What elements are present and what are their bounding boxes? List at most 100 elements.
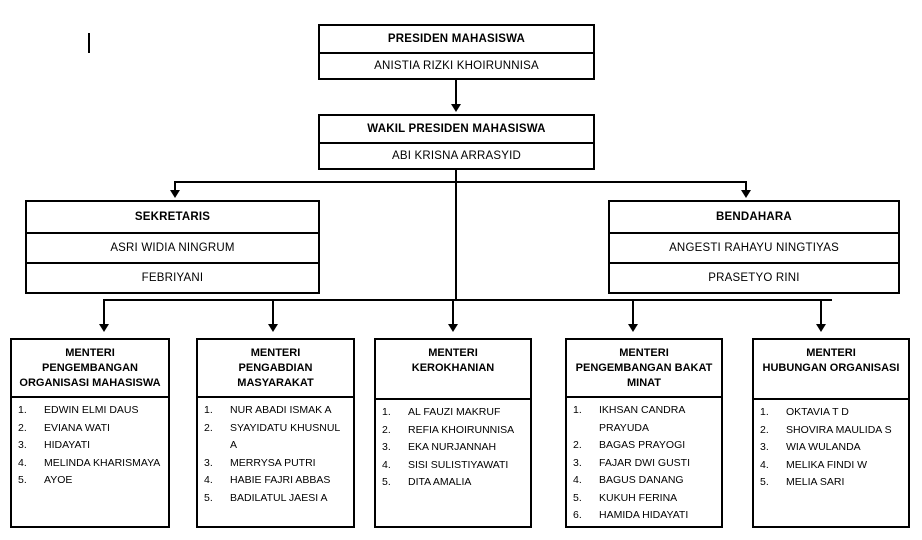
member-name: FAJAR DWI GUSTI	[599, 456, 691, 469]
member-name: EKA NURJANNAH	[408, 441, 497, 453]
ministry-5-title: MENTERI HUBUNGAN ORGANISASI	[762, 347, 900, 374]
ministry-2-members: 1. NUR ABADI ISMAK A 2. SYAYIDATU KHUSNU…	[198, 396, 353, 511]
list-item: 4. SISI SULISTIYAWATI	[382, 457, 526, 475]
node-ministry-5[interactable]: MENTERI HUBUNGAN ORGANISASI 1. OKTAVIA T…	[752, 338, 910, 528]
member-number: 2.	[573, 439, 582, 451]
president-title: PRESIDEN MAHASISWA	[387, 33, 526, 45]
member-name: SISI SULISTIYAWATI	[408, 458, 509, 471]
list-item: 6. HAMIDA HIDAYATI	[573, 507, 717, 525]
member-name: SYAYIDATU KHUSNUL A	[230, 421, 340, 452]
member-name: MELIKA FINDI W	[786, 458, 868, 471]
ministry-1-members: 1. EDWIN ELMI DAUS 2. EVIANA WATI 3. HID…	[12, 396, 168, 494]
node-ministry-4[interactable]: MENTERI PENGEMBANGAN BAKAT MINAT 1. IKHS…	[565, 338, 723, 528]
member-number: 4.	[760, 458, 769, 471]
node-secretary[interactable]: SEKRETARIS ASRI WIDIA NINGRUM FEBRIYANI	[25, 200, 320, 294]
arrow-to-vice-president	[451, 104, 461, 112]
node-president[interactable]: PRESIDEN MAHASISWA ANISTIA RIZKI KHOIRUN…	[318, 24, 595, 80]
member-name: KUKUH FERINA	[599, 491, 678, 504]
vice-president-name: ABI KRISNA ARRASYID	[320, 142, 593, 168]
ministry-2-title: MENTERI PENGABDIAN MASYARAKAT	[237, 347, 314, 389]
member-name: WIA WULANDA	[786, 441, 861, 453]
connector-bus-to-treasurer	[745, 181, 747, 193]
ministry-3-title: MENTERI KEROKHANIAN	[411, 347, 495, 374]
member-name: MELIA SARI	[786, 476, 845, 488]
treasurer-name-1: ANGESTI RAHAYU NINGTIYAS	[610, 232, 898, 262]
node-ministry-3[interactable]: MENTERI KEROKHANIAN 1. AL FAUZI MAKRUF 2…	[374, 338, 532, 528]
bus-tier3	[174, 181, 747, 183]
list-item: 3. WIA WULANDA	[760, 439, 904, 457]
list-item: 3. EKA NURJANNAH	[382, 439, 526, 457]
member-number: 5.	[18, 474, 27, 486]
vice-president-title: WAKIL PRESIDEN MAHASISWA	[367, 123, 546, 135]
member-number: 3.	[573, 456, 582, 469]
member-number: 3.	[382, 441, 391, 453]
connector-bus-to-ministry-5	[820, 299, 822, 326]
list-item: 2. SHOVIRA MAULIDA S	[760, 422, 904, 440]
list-item: 4. MELINDA KHARISMAYA	[18, 455, 164, 473]
list-item: 2. BAGAS PRAYOGI	[573, 437, 717, 455]
member-number: 1.	[760, 406, 769, 418]
member-name: MELINDA KHARISMAYA	[44, 456, 161, 469]
member-number: 5.	[573, 491, 582, 504]
node-treasurer[interactable]: BENDAHARA ANGESTI RAHAYU NINGTIYAS PRASE…	[608, 200, 900, 294]
ministry-4-title: MENTERI PENGEMBANGAN BAKAT MINAT	[575, 347, 713, 389]
connector-bus-to-ministry-2	[272, 299, 274, 326]
treasurer-title: BENDAHARA	[716, 211, 792, 223]
member-name: BAGAS PRAYOGI	[599, 439, 686, 451]
list-item: 4. MELIKA FINDI W	[760, 457, 904, 475]
node-ministry-1[interactable]: MENTERI PENGEMBANGAN ORGANISASI MAHASISW…	[10, 338, 170, 528]
node-vice-president[interactable]: WAKIL PRESIDEN MAHASISWA ABI KRISNA ARRA…	[318, 114, 595, 170]
member-name: NUR ABADI ISMAK A	[230, 404, 332, 416]
secretary-title: SEKRETARIS	[134, 211, 211, 223]
connector-vice-to-bus-tier3	[455, 168, 457, 182]
member-number: 5.	[760, 476, 769, 488]
member-name: BADILATUL JAESI A	[230, 491, 328, 504]
member-number: 3.	[760, 441, 769, 453]
member-number: 4.	[382, 458, 391, 471]
member-number: 5.	[382, 476, 391, 488]
list-item: 1. EDWIN ELMI DAUS	[18, 402, 164, 420]
list-item: 4. BAGUS DANANG	[573, 472, 717, 490]
member-number: 1.	[573, 404, 582, 416]
list-item: 1. IKHSAN CANDRA PRAYUDA	[573, 402, 717, 437]
member-number: 2.	[18, 421, 27, 434]
member-number: 4.	[18, 456, 27, 469]
member-name: MERRYSA PUTRI	[230, 456, 316, 469]
connector-bus-to-ministry-4	[632, 299, 634, 326]
treasurer-name-2: PRASETYO RINI	[610, 262, 898, 292]
member-name: REFIA KHOIRUNNISA	[408, 423, 515, 436]
member-number: 1.	[18, 404, 27, 416]
list-item: 1. OKTAVIA T D	[760, 404, 904, 422]
arrow-to-ministry-3	[448, 324, 458, 332]
ministry-5-members: 1. OKTAVIA T D 2. SHOVIRA MAULIDA S 3. W…	[754, 398, 908, 496]
member-name: BAGUS DANANG	[599, 474, 684, 486]
connector-center-stem-to-bus-tier4	[455, 181, 457, 300]
list-item: 4. HABIE FAJRI ABBAS	[204, 472, 349, 490]
arrow-to-ministry-1	[99, 324, 109, 332]
member-number: 3.	[204, 456, 213, 469]
list-item: 1. AL FAUZI MAKRUF	[382, 404, 526, 422]
connector-bus-to-secretary	[174, 181, 176, 193]
text-cursor-artifact	[88, 33, 90, 53]
member-name: AL FAUZI MAKRUF	[408, 406, 501, 418]
member-name: DITA AMALIA	[408, 476, 472, 488]
member-name: HABIE FAJRI ABBAS	[230, 474, 331, 486]
bus-tier4	[103, 299, 832, 301]
member-name: OKTAVIA T D	[786, 406, 849, 418]
list-item: 3. FAJAR DWI GUSTI	[573, 455, 717, 473]
node-ministry-2[interactable]: MENTERI PENGABDIAN MASYARAKAT 1. NUR ABA…	[196, 338, 355, 528]
member-name: EDWIN ELMI DAUS	[44, 404, 139, 416]
member-name: SHOVIRA MAULIDA S	[786, 423, 892, 436]
list-item: 5. KUKUH FERINA	[573, 490, 717, 508]
member-number: 1.	[204, 404, 213, 416]
member-number: 4.	[573, 474, 582, 486]
member-number: 2.	[760, 423, 769, 436]
list-item: 1. NUR ABADI ISMAK A	[204, 402, 349, 420]
list-item: 2. REFIA KHOIRUNNISA	[382, 422, 526, 440]
connector-bus-to-ministry-3	[452, 299, 454, 326]
list-item: 3. MERRYSA PUTRI	[204, 455, 349, 473]
president-name: ANISTIA RIZKI KHOIRUNNISA	[320, 52, 593, 78]
connector-president-to-vice	[455, 78, 457, 106]
arrow-to-secretary	[170, 190, 180, 198]
